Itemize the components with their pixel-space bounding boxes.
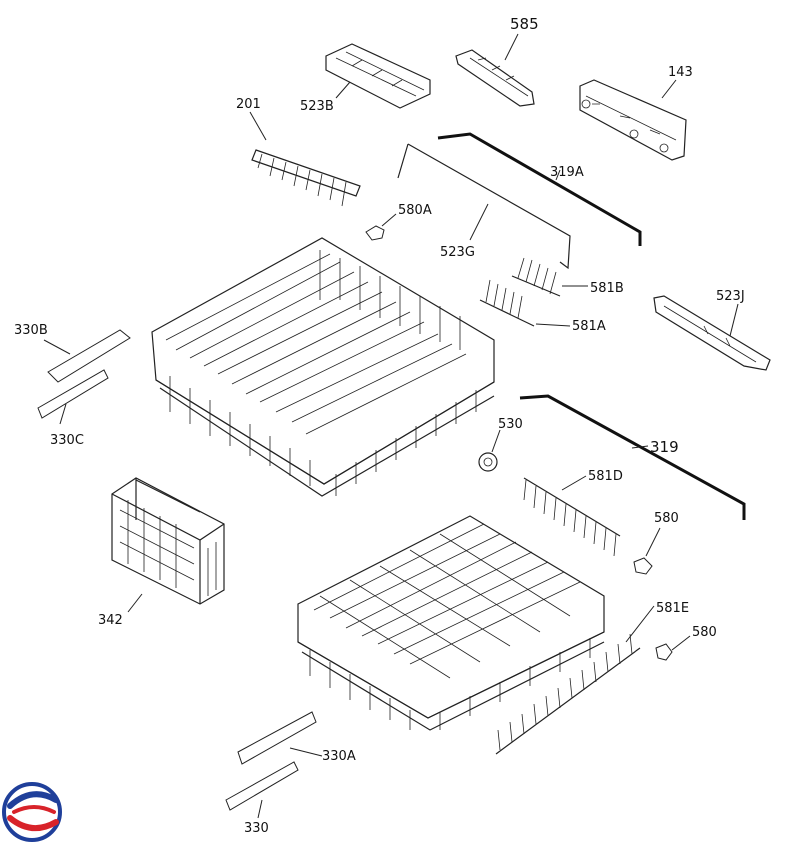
label-580a: 580A bbox=[398, 203, 432, 218]
label-319: 319 bbox=[650, 438, 679, 456]
part-581a-tines bbox=[479, 279, 535, 327]
label-319a: 319A bbox=[550, 165, 584, 180]
label-330b: 330B bbox=[14, 323, 48, 338]
label-523j: 523J bbox=[716, 289, 745, 304]
part-581b-tines bbox=[511, 257, 561, 297]
label-523b: 523B bbox=[300, 99, 334, 114]
upper-rack-basket bbox=[151, 237, 495, 497]
part-319a-rail bbox=[437, 132, 642, 246]
lower-rack-basket bbox=[297, 515, 605, 731]
part-143-rail-bracket bbox=[579, 79, 687, 161]
part-523g-wire bbox=[397, 143, 571, 270]
label-201: 201 bbox=[236, 97, 261, 112]
part-585-rack-adjuster bbox=[455, 49, 535, 107]
part-580a-clip bbox=[365, 225, 385, 241]
part-523j-bracket bbox=[653, 295, 771, 371]
label-342: 342 bbox=[98, 613, 123, 628]
label-530: 530 bbox=[498, 417, 523, 432]
part-330b-strip bbox=[47, 329, 131, 383]
part-330c-strip bbox=[37, 369, 109, 419]
part-523b-clip bbox=[325, 43, 431, 109]
part-580-clip-upper bbox=[633, 557, 653, 575]
label-580-upper: 580 bbox=[654, 511, 679, 526]
part-319-rail bbox=[519, 394, 746, 520]
label-581b: 581B bbox=[590, 281, 624, 296]
brand-logo bbox=[2, 782, 62, 842]
label-330a: 330A bbox=[322, 749, 356, 764]
label-580-lower: 580 bbox=[692, 625, 717, 640]
label-330c: 330C bbox=[50, 433, 84, 448]
label-143: 143 bbox=[668, 65, 693, 80]
label-581e: 581E bbox=[656, 601, 689, 616]
part-342-cutlery-basket bbox=[111, 477, 225, 605]
part-330-strip bbox=[225, 761, 299, 811]
label-581a: 581A bbox=[572, 319, 606, 334]
part-530-wheel bbox=[478, 452, 498, 472]
label-585: 585 bbox=[510, 15, 539, 33]
part-581d-tines bbox=[523, 477, 621, 557]
label-330: 330 bbox=[244, 821, 269, 836]
label-581d: 581D bbox=[588, 469, 623, 484]
part-330a-strip bbox=[237, 711, 317, 765]
label-523g: 523G bbox=[440, 245, 475, 260]
part-580-clip-lower bbox=[655, 643, 673, 661]
part-201-tine-row bbox=[251, 149, 361, 207]
part-581e-tines bbox=[495, 633, 641, 755]
